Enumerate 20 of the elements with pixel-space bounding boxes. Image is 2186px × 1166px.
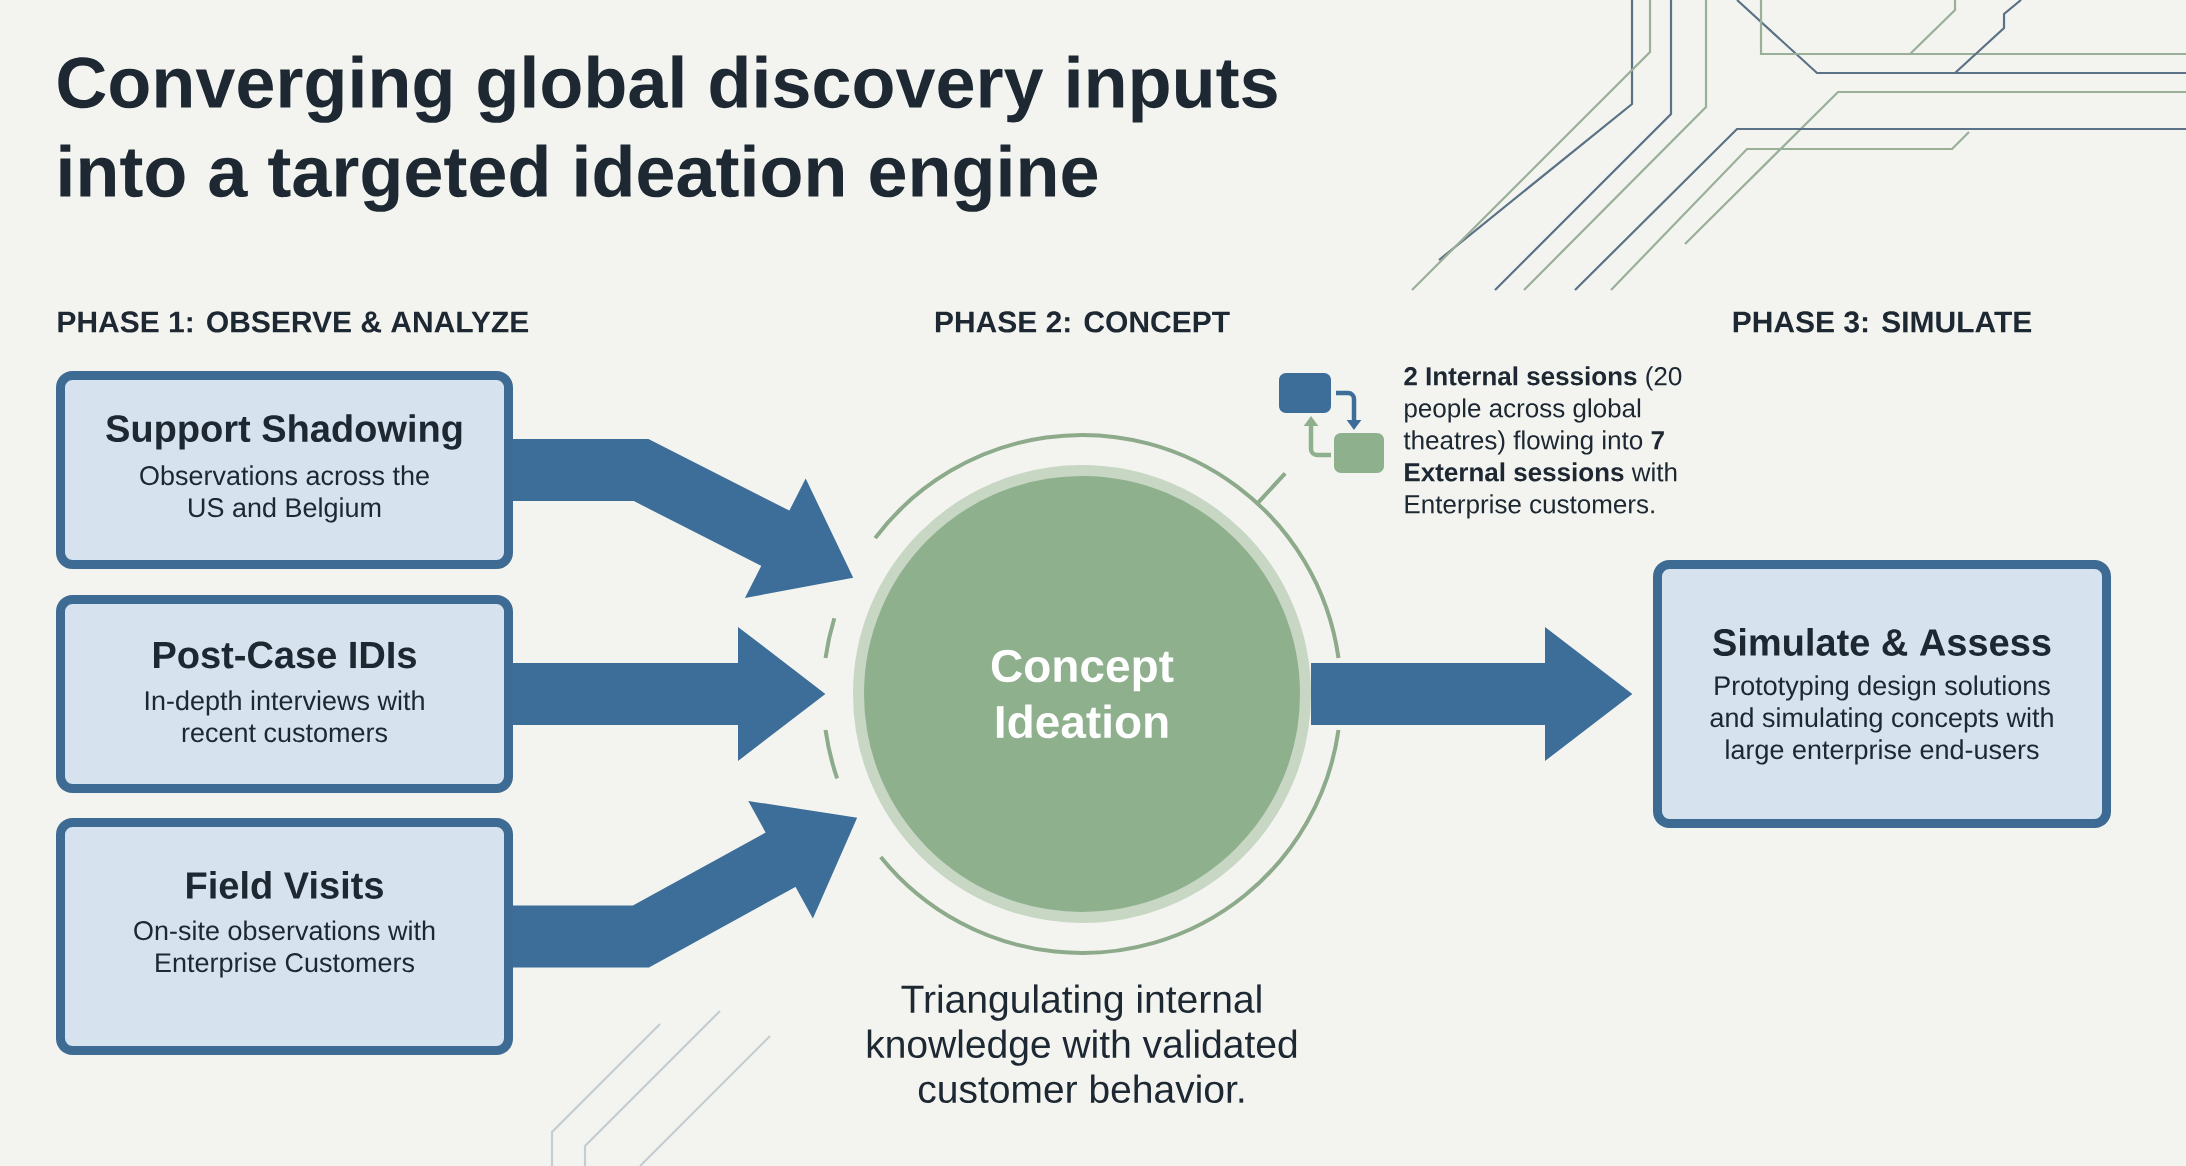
phase-heading: PHASE 2: CONCEPT — [935, 311, 1230, 333]
box-title: Simulate & Assess — [1713, 628, 2051, 656]
box-title: Post-Case IDIs — [154, 641, 416, 669]
info-box — [56, 818, 513, 1055]
phase-heading: PHASE 1: OBSERVE & ANALYZE — [58, 311, 529, 333]
info-box — [56, 595, 513, 793]
leader-line — [1255, 472, 1287, 505]
box-title: Field Visits — [187, 871, 383, 899]
title: Converging global discovery inputs into a targeted ideation engine — [58, 55, 1277, 212]
info-box — [1653, 560, 2111, 828]
info-box — [56, 371, 513, 569]
box-title: Support Shadowing — [106, 414, 462, 450]
caption-text: Triangulating internal knowledge with validated customer behavior. — [867, 984, 1297, 1103]
box-text: Observations across the US and Belgium — [140, 465, 429, 523]
box-text: In-depth interviews with recent customers — [145, 690, 424, 743]
box-text: Prototyping design solutions and simulating concepts with large enterprise end-users — [1710, 675, 2053, 765]
callout-text: 2 Internal sessions (20 people across global theatres) flowing into 7 External sessions with Enterprise customers. — [1403, 366, 1682, 519]
phase-heading: PHASE 3: SIMULATE — [1733, 311, 2032, 333]
sessions-icon — [1279, 373, 1384, 473]
box-text: On-site observations with Enterprise Customers — [134, 920, 435, 978]
